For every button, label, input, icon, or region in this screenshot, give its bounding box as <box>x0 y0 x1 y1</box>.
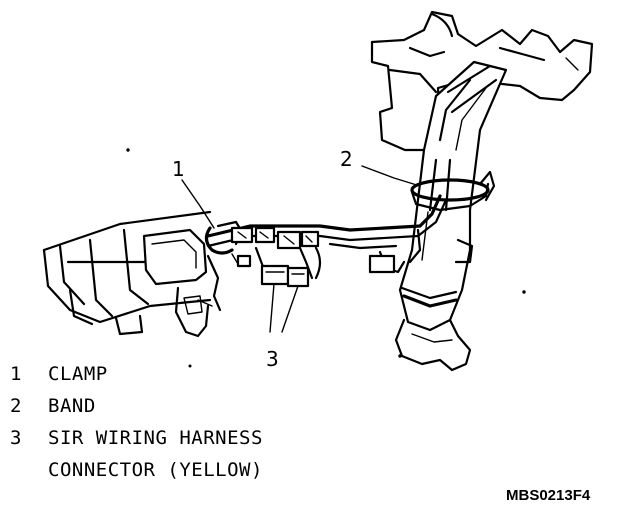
sir-connectors <box>231 246 322 288</box>
legend-text-1: CLAMP <box>48 363 108 385</box>
legend-num-2: 2 <box>10 395 22 417</box>
legend-text-2: BAND <box>48 395 96 417</box>
callout-1: 1 <box>172 157 185 181</box>
instrument-panel <box>42 210 222 338</box>
leader-lines <box>181 165 421 333</box>
band <box>410 170 496 212</box>
legend-text-3-cont: CONNECTOR (YELLOW) <box>48 459 263 481</box>
figure-id: MBS0213F4 <box>506 487 591 504</box>
legend-num-1: 1 <box>10 363 22 385</box>
column-bracket <box>370 10 594 152</box>
callout-3: 3 <box>266 347 279 371</box>
legend-num-3: 3 <box>10 427 22 449</box>
legend: 1 CLAMP 2 BAND 3 SIR WIRING HARNESS CONN… <box>10 363 263 481</box>
wiring-harness <box>206 194 448 274</box>
legend-text-3: SIR WIRING HARNESS <box>48 427 263 449</box>
callout-2: 2 <box>340 147 353 171</box>
steering-column <box>394 60 508 372</box>
clamp <box>204 220 320 255</box>
